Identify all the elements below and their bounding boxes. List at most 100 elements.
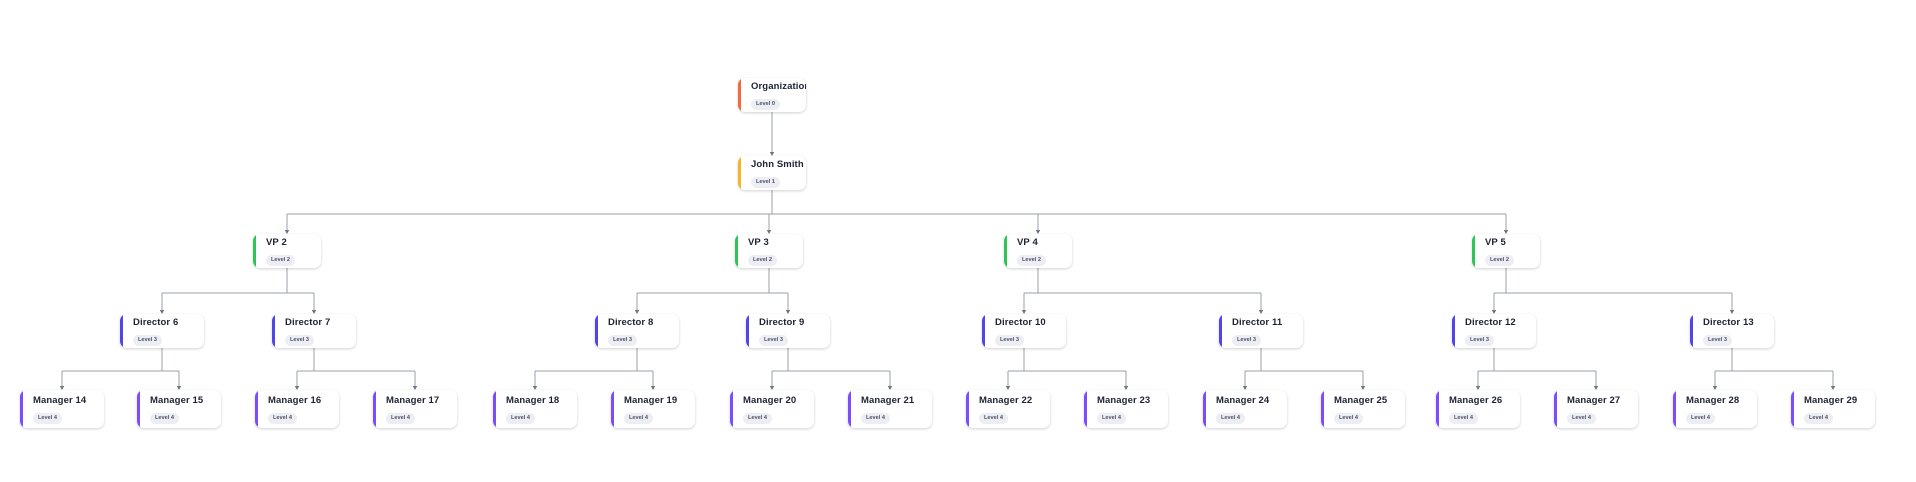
node-level-badge: Level 3 <box>995 335 1024 346</box>
node-level-badge: Level 3 <box>1465 335 1494 346</box>
org-node-manager-17[interactable]: Manager 17 Level 4 <box>373 390 457 428</box>
node-accent-bar <box>1554 390 1557 428</box>
node-level-badge: Level 4 <box>979 413 1008 424</box>
node-body: Manager 25 Level 4 <box>1321 395 1405 424</box>
node-accent-bar <box>1690 314 1693 348</box>
node-level-badge: Level 4 <box>150 413 179 424</box>
node-level-badge: Level 2 <box>266 255 295 266</box>
org-node-manager-25[interactable]: Manager 25 Level 4 <box>1321 390 1405 428</box>
node-level-badge: Level 4 <box>1334 413 1363 424</box>
node-accent-bar <box>1791 390 1794 428</box>
node-level-badge: Level 4 <box>1567 413 1596 424</box>
node-accent-bar <box>730 390 733 428</box>
org-node-manager-28[interactable]: Manager 28 Level 4 <box>1673 390 1757 428</box>
node-title: Manager 14 <box>33 394 87 406</box>
org-node-manager-20[interactable]: Manager 20 Level 4 <box>730 390 814 428</box>
node-title: Manager 16 <box>268 394 322 406</box>
node-accent-bar <box>493 390 496 428</box>
node-accent-bar <box>1673 390 1676 428</box>
org-node-manager-15[interactable]: Manager 15 Level 4 <box>137 390 221 428</box>
node-level-badge: Level 4 <box>1216 413 1245 424</box>
node-level-badge: Level 3 <box>608 335 637 346</box>
node-accent-bar <box>253 234 256 268</box>
node-level-badge: Level 2 <box>748 255 777 266</box>
node-accent-bar <box>1004 234 1007 268</box>
node-accent-bar <box>966 390 969 428</box>
node-title: Manager 29 <box>1804 394 1858 406</box>
node-body: Manager 28 Level 4 <box>1673 395 1757 424</box>
node-accent-bar <box>848 390 851 428</box>
node-accent-bar <box>738 78 741 112</box>
node-level-badge: Level 4 <box>1686 413 1715 424</box>
node-accent-bar <box>1436 390 1439 428</box>
node-level-badge: Level 4 <box>861 413 890 424</box>
node-level-badge: Level 4 <box>1097 413 1126 424</box>
node-title: Manager 15 <box>150 394 204 406</box>
node-level-badge: Level 4 <box>33 413 62 424</box>
org-node-manager-24[interactable]: Manager 24 Level 4 <box>1203 390 1287 428</box>
node-title: Manager 17 <box>386 394 440 406</box>
node-accent-bar <box>1203 390 1206 428</box>
org-node-manager-18[interactable]: Manager 18 Level 4 <box>493 390 577 428</box>
node-title: Manager 20 <box>743 394 797 406</box>
org-node-manager-14[interactable]: Manager 14 Level 4 <box>20 390 104 428</box>
node-level-badge: Level 4 <box>1804 413 1833 424</box>
node-body: Manager 20 Level 4 <box>730 395 814 424</box>
node-body: Manager 24 Level 4 <box>1203 395 1287 424</box>
node-title: Manager 28 <box>1686 394 1740 406</box>
node-accent-bar <box>272 314 275 348</box>
node-title: Manager 21 <box>861 394 915 406</box>
node-accent-bar <box>735 234 738 268</box>
node-level-badge: Level 4 <box>386 413 415 424</box>
node-title: Manager 18 <box>506 394 560 406</box>
node-accent-bar <box>1321 390 1324 428</box>
node-body: Manager 17 Level 4 <box>373 395 457 424</box>
node-title: Manager 24 <box>1216 394 1270 406</box>
node-title: Director 13 <box>1703 316 1754 328</box>
node-body: Manager 21 Level 4 <box>848 395 932 424</box>
node-level-badge: Level 2 <box>1017 255 1046 266</box>
org-node-manager-21[interactable]: Manager 21 Level 4 <box>848 390 932 428</box>
node-title: Director 9 <box>759 316 805 328</box>
org-node-director-13[interactable]: Director 13 Level 3 <box>1690 314 1774 348</box>
node-level-badge: Level 4 <box>743 413 772 424</box>
org-node-manager-29[interactable]: Manager 29 Level 4 <box>1791 390 1875 428</box>
node-title: Director 11 <box>1232 316 1283 328</box>
node-level-badge: Level 3 <box>1703 335 1732 346</box>
node-level-badge: Level 4 <box>506 413 535 424</box>
node-level-badge: Level 4 <box>1449 413 1478 424</box>
node-title: Manager 25 <box>1334 394 1388 406</box>
node-accent-bar <box>373 390 376 428</box>
